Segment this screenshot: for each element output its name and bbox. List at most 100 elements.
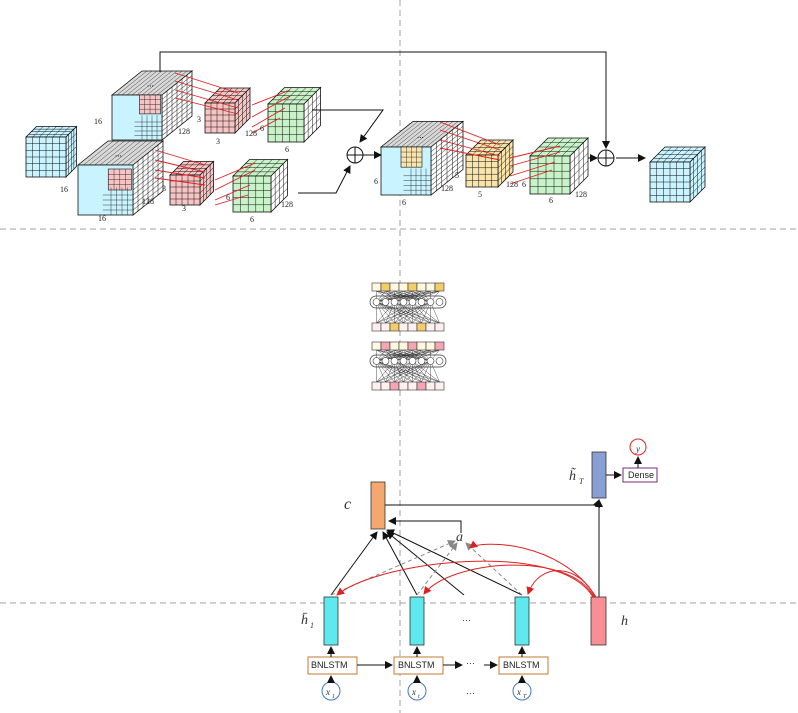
- output-y-label: y: [635, 444, 640, 454]
- merge-red-b-3: [509, 169, 553, 185]
- bot-dim-3b: 3: [182, 204, 186, 213]
- dense-icon-lower-node-1: [381, 357, 390, 365]
- bot-dim-128a: 128: [142, 197, 154, 206]
- top-green-cube-side-grid: [303, 91, 321, 138]
- sum-node-2-cross: [598, 150, 614, 166]
- top-dim-6b: 6: [285, 145, 289, 154]
- merge-red-a-0: [439, 121, 501, 146]
- dense-icon-lower-cell-1-3: [398, 381, 409, 391]
- dense-icon-lower-cell-0-7: [434, 341, 445, 351]
- merge-small-cube-front: [465, 154, 499, 188]
- top-small-cube-front: [204, 102, 236, 134]
- bot-red-b-3: [214, 194, 249, 206]
- arrow-ht-to-c: [382, 531, 418, 596]
- dense-icon-lower-cell-0-1: [380, 341, 391, 351]
- sum-node-1-cross: [347, 147, 363, 163]
- bottom-green-cube: [232, 158, 289, 213]
- top-green-cube: [267, 86, 322, 143]
- context-label: c: [344, 496, 351, 513]
- dense-icon-upper-cell-1-2: [389, 322, 400, 332]
- h-tilde-label: h̃: [569, 467, 576, 484]
- dense-icon-upper-cell-1-0: [371, 322, 382, 332]
- bottom-green-cube-top-grid: [237, 159, 284, 177]
- hidden-dots: ···: [462, 615, 471, 625]
- input-dim-h: 16: [60, 185, 68, 194]
- top-green-cube-front-grid: [268, 104, 304, 142]
- dense-icon-lower-mid-band: [369, 354, 447, 368]
- dense-icon-lower-node-4: [408, 357, 417, 365]
- dense-icon-lower-cell-0-5: [416, 341, 427, 351]
- dense-icon-upper-cell-0-0: [371, 282, 382, 292]
- query-hidden-bar: [590, 596, 607, 646]
- merge-dim-5a: 5: [455, 171, 459, 180]
- bottom-big-map-front-grid: [102, 187, 133, 215]
- dense-icon-upper-cell-0-3: [398, 282, 409, 292]
- bot-dim-128b: 128: [281, 200, 293, 209]
- bottom-big-map-ellipsis: ...: [115, 149, 122, 159]
- red-curve-to-ht: [423, 564, 595, 598]
- merge-dim-128b: 128: [506, 180, 518, 189]
- red-curve-to-a: [469, 540, 597, 598]
- sum-node-1: [346, 146, 364, 164]
- h-tilde-sub: T: [579, 477, 584, 486]
- arrow-h2-to-c: [386, 531, 465, 596]
- input-circle-1: [321, 681, 341, 701]
- merge-small-cube: [465, 139, 514, 188]
- top-dim-6a: 6: [260, 124, 264, 133]
- top-dim-128b: 128: [245, 129, 257, 138]
- top-big-map-patch-grid: [139, 95, 161, 114]
- output-cube-top-grid: [653, 146, 702, 163]
- dense-icon-upper-node-7: [435, 298, 444, 306]
- merge-red-b-1: [509, 151, 561, 167]
- cnn-feature-cubes: ............: [25, 70, 706, 216]
- red-curve-to-hT: [526, 570, 596, 598]
- input-circle-3: [512, 681, 532, 701]
- top-red-b: [251, 89, 291, 134]
- dense-icon-lower-node-0: [372, 357, 381, 365]
- h-bar-label: h̄: [301, 612, 308, 628]
- dense-icon-upper-cell-1-7: [434, 322, 445, 332]
- bot-red-a-3: [154, 177, 206, 186]
- attention-labels: c a h̃ T h̄ 1 h y Dense BNLSTM BNLSTM BN…: [301, 444, 654, 700]
- dense-icon-upper-node-5: [417, 298, 426, 306]
- bottom-green-cube-front-grid: [233, 176, 271, 212]
- top-big-map-front-grid: [134, 115, 162, 140]
- top-big-map-ellipsis: ...: [147, 79, 154, 89]
- top-small-cube: [204, 87, 251, 134]
- merge-big-map: ...: [379, 120, 465, 196]
- input-xt-sub: t: [418, 694, 420, 700]
- bot-dim-3a: 3: [162, 184, 166, 193]
- lstm-dots: ···: [466, 658, 475, 668]
- output-cube-side-grid: [689, 150, 706, 199]
- output-cube: [649, 146, 706, 203]
- input-cube: [25, 125, 78, 178]
- merge-small-cube-side-grid: [497, 143, 514, 184]
- merge-big-map-front-grid: [403, 168, 431, 195]
- merge-dim-6b: 6: [402, 198, 406, 207]
- dense-icon-lower-cell-1-6: [425, 381, 436, 391]
- top-big-map-top-grid: [116, 70, 188, 96]
- dense-icon-upper-cell-0-4: [407, 282, 418, 292]
- dense-icon-lower-cell-0-6: [425, 341, 436, 351]
- top-big-map-side-grid: [161, 75, 193, 136]
- dense-icon-lower-edges: [376, 349, 440, 383]
- dense-icon-upper-cell-1-1: [380, 322, 391, 332]
- cnn-connections: [154, 51, 646, 206]
- dense-icon-lower-cell-0-3: [398, 341, 409, 351]
- hidden-state-bar-1: [323, 596, 339, 646]
- dense-icon-lower-node-2: [390, 357, 399, 365]
- h-label: h: [621, 614, 628, 629]
- arrow-h1-to-c: [330, 531, 378, 596]
- merge-red-a-2: [439, 139, 501, 157]
- bnlstm-label-2: BNLSTM: [398, 660, 435, 670]
- top-red-a-0: [174, 72, 239, 94]
- bottom-green-cube-front: [232, 175, 272, 213]
- output-y-circle: [629, 438, 647, 456]
- dense-icon-upper-cell-1-6: [425, 322, 436, 332]
- dense-icon-lower-node-5: [417, 357, 426, 365]
- input-xt-label: x: [411, 687, 416, 697]
- merge-red-b-2: [509, 161, 556, 177]
- dense-icon-lower-node-3: [399, 357, 408, 365]
- bnlstm-box-3: [498, 656, 549, 675]
- bottom-small-cube-front-grid: [170, 175, 200, 205]
